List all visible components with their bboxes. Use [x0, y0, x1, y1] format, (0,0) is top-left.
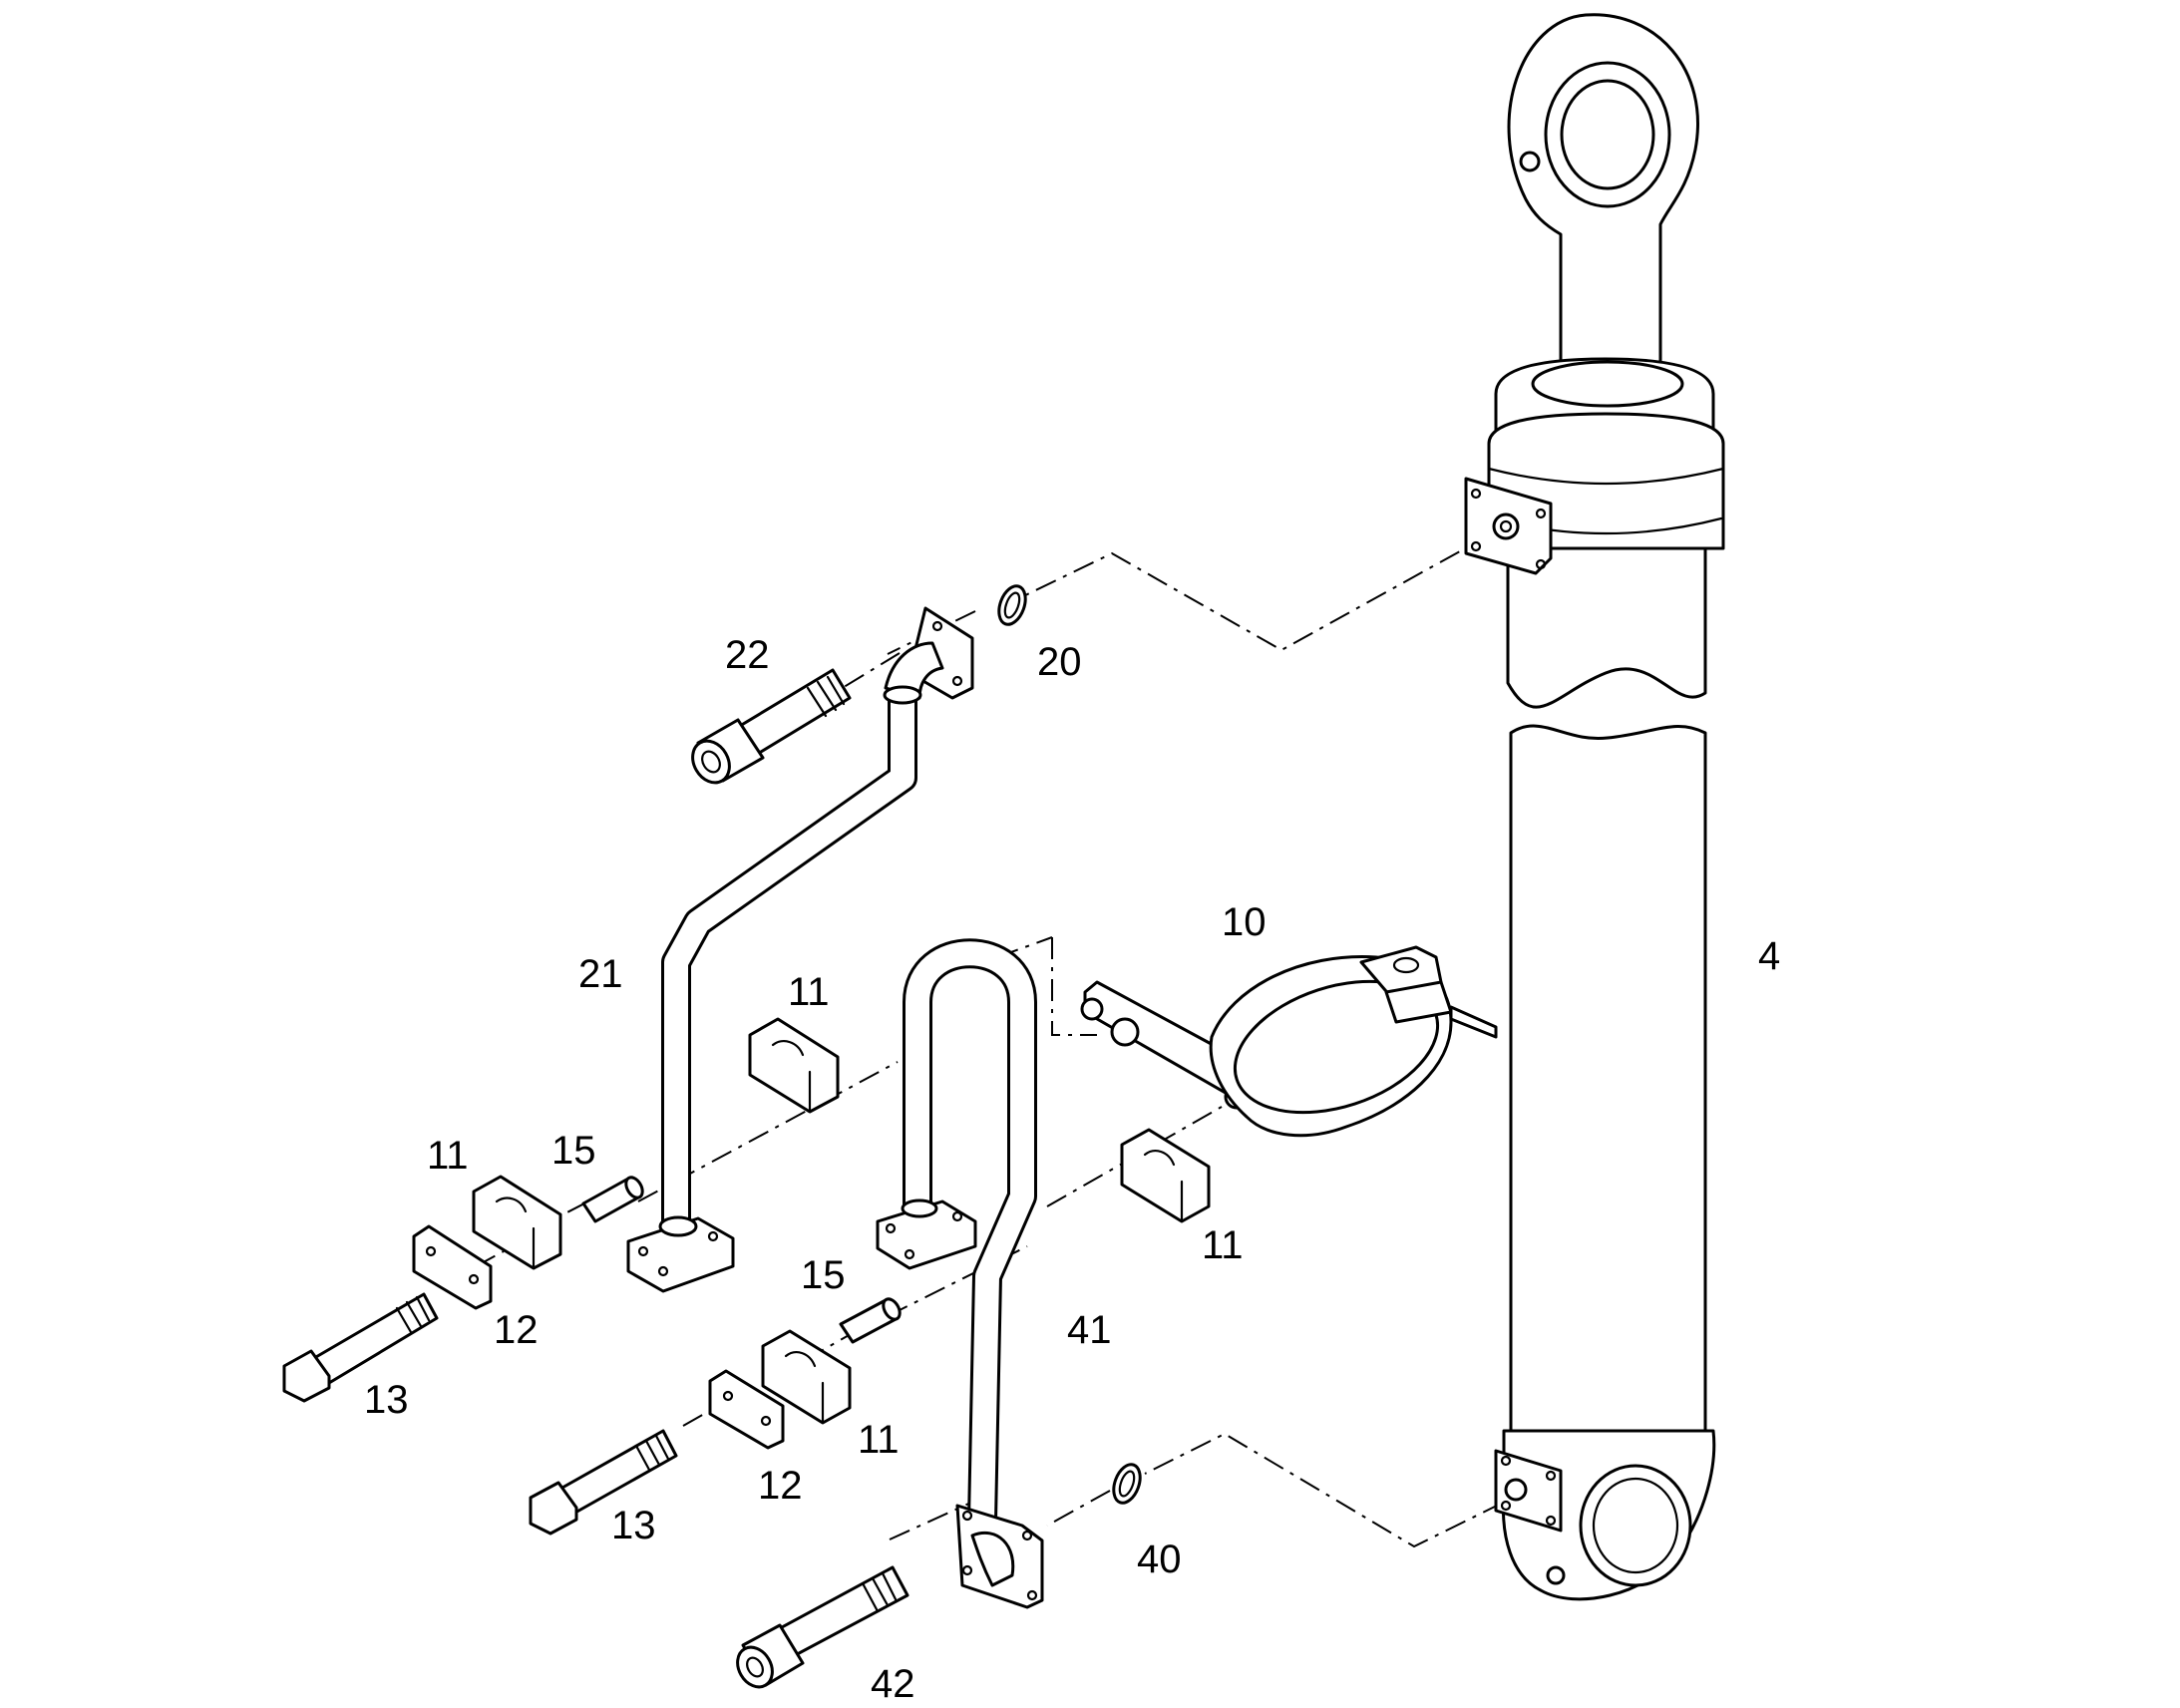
callout-11-d: 11	[858, 1418, 900, 1462]
clamp-half-11-d	[761, 1329, 852, 1425]
callout-10: 10	[1222, 900, 1267, 944]
callout-41: 41	[1067, 1308, 1112, 1352]
bolt-13-lower	[529, 1429, 678, 1536]
plate-12-lower	[708, 1369, 785, 1450]
hydraulic-cylinder	[1464, 13, 1725, 1601]
clamp-half-11-c	[1120, 1128, 1211, 1223]
callout-12-b: 12	[758, 1464, 803, 1508]
callout-22: 22	[725, 633, 770, 677]
clamp-half-11-b	[472, 1175, 562, 1270]
clamp-half-11-a	[748, 1017, 840, 1114]
callout-42: 42	[871, 1662, 915, 1706]
pipe-41	[876, 938, 1044, 1609]
clamp-10	[1080, 945, 1498, 1138]
callout-15-a: 15	[551, 1129, 596, 1173]
callout-13-a: 13	[364, 1378, 409, 1422]
callout-15-b: 15	[801, 1253, 846, 1297]
callouts: 4 10 11 11 11 11 12 12 13 13 15 15 20 21…	[364, 633, 1780, 1706]
bushing-15-upper	[581, 1176, 644, 1223]
callout-12-a: 12	[494, 1308, 539, 1352]
callout-11-a: 11	[788, 970, 830, 1014]
callout-20: 20	[1037, 640, 1082, 684]
callout-4: 4	[1758, 934, 1780, 978]
callout-11-c: 11	[1202, 1223, 1244, 1267]
bolt-42	[736, 1565, 909, 1689]
callout-40: 40	[1137, 1537, 1182, 1581]
plate-12-upper	[412, 1224, 493, 1310]
bushing-15-lower	[839, 1297, 902, 1344]
o-ring-40	[1112, 1463, 1142, 1505]
pipe-21	[626, 606, 974, 1293]
o-ring-20	[997, 584, 1027, 626]
bolt-22	[691, 668, 852, 785]
callout-13-b: 13	[611, 1504, 656, 1547]
callout-11-b: 11	[427, 1134, 469, 1178]
bolt-13-upper	[282, 1292, 439, 1403]
callout-21: 21	[578, 952, 623, 996]
